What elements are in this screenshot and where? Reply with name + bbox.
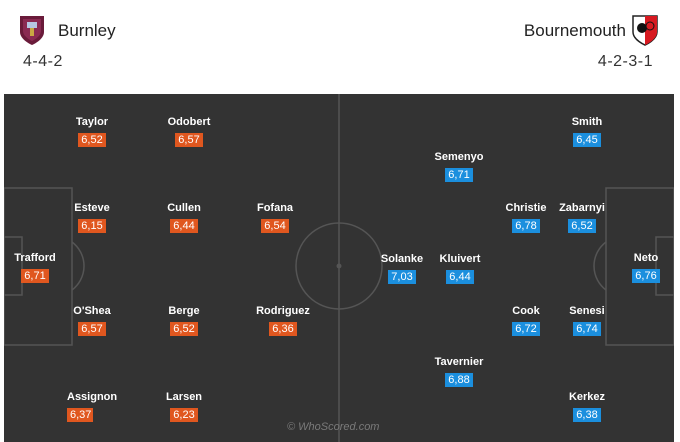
- player-home-rodriguez[interactable]: Rodriguez 6,36: [250, 305, 316, 337]
- player-rating: 6,74: [573, 322, 601, 336]
- player-name: Neto: [633, 252, 659, 264]
- away-formation: 4-2-3-1: [597, 53, 653, 70]
- player-home-odobert[interactable]: Odobert 6,57: [159, 116, 219, 148]
- player-home-assignon[interactable]: Assignon 6,37: [67, 391, 127, 422]
- player-name: Berge: [168, 305, 200, 317]
- player-rating: 6,88: [445, 373, 473, 387]
- player-rating: 6,54: [261, 219, 289, 233]
- player-home-oshea[interactable]: O'Shea 6,57: [67, 305, 117, 337]
- player-name: Odobert: [167, 116, 211, 128]
- home-formation: 4-4-2: [23, 53, 63, 70]
- player-away-kluivert[interactable]: Kluivert 6,44: [434, 253, 486, 285]
- player-away-kerkez[interactable]: Kerkez 6,38: [562, 391, 612, 423]
- player-name: Christie: [505, 202, 547, 214]
- player-name: Tavernier: [434, 356, 484, 368]
- player-name: Kerkez: [568, 391, 606, 403]
- player-away-solanke[interactable]: Solanke 7,03: [376, 253, 428, 285]
- player-away-christie[interactable]: Christie 6,78: [498, 202, 554, 234]
- whoscored-watermark: © WhoScored.com: [287, 421, 380, 433]
- player-rating: 6,23: [170, 408, 198, 422]
- player-rating: 6,78: [512, 219, 540, 233]
- player-name: Fofana: [256, 202, 294, 214]
- player-rating: 6,44: [170, 219, 198, 233]
- player-away-semenyo[interactable]: Semenyo 6,71: [428, 151, 490, 183]
- player-rating: 6,37: [67, 408, 93, 422]
- player-rating: 6,52: [78, 133, 106, 147]
- match-header: Burnley 4-4-2 Bournemouth 4-2-3-1: [0, 0, 680, 92]
- player-home-fofana[interactable]: Fofana 6,54: [250, 202, 300, 234]
- player-name: Trafford: [14, 252, 56, 264]
- player-rating: 6,15: [78, 219, 106, 233]
- player-name: Senesi: [569, 305, 605, 317]
- player-rating: 6,71: [445, 168, 473, 182]
- burnley-crest-icon: [20, 16, 44, 45]
- player-away-zabarnyi[interactable]: Zabarnyi 6,52: [552, 202, 612, 234]
- player-away-senesi[interactable]: Senesi 6,74: [562, 305, 612, 337]
- player-away-smith[interactable]: Smith 6,45: [562, 116, 612, 148]
- pitch: Trafford 6,71 Taylor 6,52 Esteve 6,15 O'…: [4, 94, 674, 442]
- player-rating: 6,72: [512, 322, 540, 336]
- player-rating: 6,52: [568, 219, 596, 233]
- player-name: Assignon: [67, 391, 118, 403]
- player-name: Cullen: [167, 202, 201, 214]
- player-rating: 7,03: [388, 270, 416, 284]
- player-rating: 6,57: [175, 133, 203, 147]
- player-name: Zabarnyi: [559, 202, 605, 214]
- player-name: Semenyo: [434, 151, 484, 163]
- player-rating: 6,36: [269, 322, 297, 336]
- pitch-lines: [4, 94, 674, 442]
- player-name: Rodriguez: [256, 305, 310, 317]
- player-away-tavernier[interactable]: Tavernier 6,88: [428, 356, 490, 388]
- bournemouth-crest-icon: [632, 15, 658, 46]
- player-rating: 6,44: [446, 270, 474, 284]
- player-rating: 6,76: [632, 269, 660, 283]
- player-name: Smith: [571, 116, 603, 128]
- player-name: Solanke: [380, 253, 424, 265]
- player-name: Kluivert: [439, 253, 481, 265]
- away-team-name[interactable]: Bournemouth: [523, 21, 626, 40]
- player-rating: 6,52: [170, 322, 198, 336]
- player-away-cook[interactable]: Cook 6,72: [501, 305, 551, 337]
- player-name: O'Shea: [73, 305, 111, 317]
- player-rating: 6,45: [573, 133, 601, 147]
- player-home-taylor[interactable]: Taylor 6,52: [67, 116, 117, 148]
- player-home-esteve[interactable]: Esteve 6,15: [67, 202, 117, 234]
- player-rating: 6,57: [78, 322, 106, 336]
- player-rating: 6,38: [573, 408, 601, 422]
- player-away-neto[interactable]: Neto 6,76: [624, 252, 668, 284]
- player-home-cullen[interactable]: Cullen 6,44: [159, 202, 209, 234]
- player-home-trafford[interactable]: Trafford 6,71: [10, 252, 60, 284]
- player-home-berge[interactable]: Berge 6,52: [159, 305, 209, 337]
- player-name: Cook: [512, 305, 540, 317]
- player-name: Larsen: [165, 391, 203, 403]
- player-rating: 6,71: [21, 269, 49, 283]
- home-team-name[interactable]: Burnley: [58, 21, 116, 40]
- player-home-larsen[interactable]: Larsen 6,23: [159, 391, 209, 423]
- player-name: Taylor: [75, 116, 109, 128]
- player-name: Esteve: [74, 202, 110, 214]
